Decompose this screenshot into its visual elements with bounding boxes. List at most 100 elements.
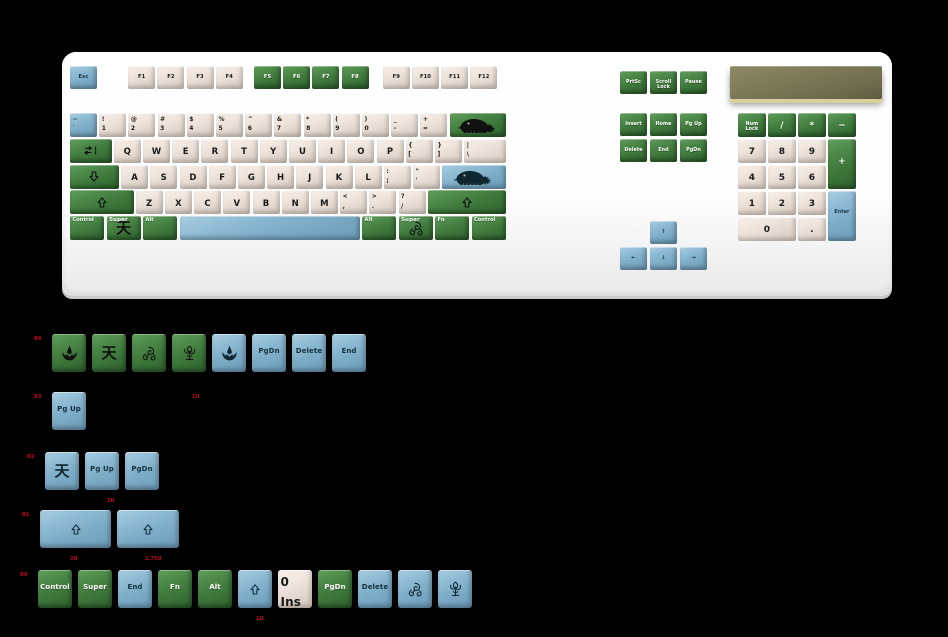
keycap-f4[interactable]: F4: [215, 66, 243, 89]
keycap-y[interactable]: Y: [259, 138, 287, 163]
keycap-n[interactable]: N: [281, 190, 309, 215]
keycap-6[interactable]: 6: [798, 165, 826, 189]
keycap-arrow-right[interactable]: →: [680, 247, 707, 270]
keycap-end[interactable]: End: [332, 334, 366, 372]
keycap-lotus-flower[interactable]: [172, 334, 206, 372]
keycap-3[interactable]: 3: [798, 191, 826, 215]
keycap-blank[interactable]: ~`: [70, 113, 97, 137]
keycap-lotus-flower[interactable]: [438, 570, 472, 608]
keycap-pg-up[interactable]: Pg Up: [85, 452, 119, 490]
keycap-w[interactable]: W: [143, 138, 170, 163]
keycap-i[interactable]: I: [318, 138, 346, 163]
keycap-a[interactable]: A: [121, 164, 149, 189]
keycap-f7[interactable]: F7: [312, 66, 340, 89]
keycap-home[interactable]: Home: [650, 113, 677, 136]
keycap-8[interactable]: *8: [303, 113, 331, 137]
keycap-g[interactable]: G: [237, 164, 265, 189]
keycap-7[interactable]: &7: [274, 113, 302, 137]
keycap-v[interactable]: V: [223, 190, 251, 215]
keycap-r[interactable]: R: [201, 138, 229, 163]
keycap-blank[interactable]: −: [828, 113, 856, 137]
keycap-blank[interactable]: "': [413, 164, 441, 189]
keycap-tab[interactable]: [70, 138, 112, 163]
keycap-0[interactable]: )0: [362, 113, 389, 137]
keycap-7[interactable]: 7: [738, 139, 766, 163]
keycap-z[interactable]: Z: [135, 190, 163, 215]
keycap-t[interactable]: T: [230, 138, 258, 163]
keycap-p[interactable]: P: [376, 138, 404, 163]
keycap-alt[interactable]: Alt: [198, 570, 232, 608]
keycap-right-shift[interactable]: [427, 190, 506, 215]
keycap-delete[interactable]: Delete: [358, 570, 392, 608]
keycap-8[interactable]: 8: [768, 139, 796, 163]
keycap-blank[interactable]: ?/: [398, 190, 426, 215]
keycap-b[interactable]: B: [252, 190, 280, 215]
keycap-pgdn[interactable]: PgDn: [318, 570, 352, 608]
keycap-scroll-lock[interactable]: Scroll Lock: [650, 71, 677, 94]
keycap-4[interactable]: 4: [738, 165, 766, 189]
keycap-d[interactable]: D: [179, 164, 207, 189]
keycap-9[interactable]: (9: [332, 113, 360, 137]
keycap-q[interactable]: Q: [113, 138, 141, 163]
keycap-control[interactable]: Control: [471, 216, 506, 241]
keycap-5[interactable]: %5: [216, 113, 243, 137]
keycap-insert[interactable]: Insert: [620, 113, 647, 136]
keycap-f9[interactable]: F9: [382, 66, 410, 89]
keycap-control[interactable]: Control: [38, 570, 72, 608]
keycap-arrow-left[interactable]: ←: [620, 247, 647, 270]
keycap-air-spiral[interactable]: [398, 570, 432, 608]
keycap-pgdn[interactable]: PgDn: [680, 139, 707, 162]
keycap-blank[interactable]: >.: [369, 190, 397, 215]
keycap-blank[interactable]: :;: [383, 164, 411, 189]
keycap-alt[interactable]: Alt: [362, 216, 397, 241]
keycap-1[interactable]: !1: [99, 113, 127, 137]
keycap-blank[interactable]: .: [798, 217, 826, 241]
keycap-blank[interactable]: <,: [340, 190, 368, 215]
keycap-fn[interactable]: Fn: [435, 216, 470, 241]
keycap-super[interactable]: Super: [398, 216, 433, 241]
keycap-s[interactable]: S: [150, 164, 178, 189]
keycap-f5[interactable]: F5: [254, 66, 281, 89]
keycap-2[interactable]: @2: [128, 113, 156, 137]
keycap-esc[interactable]: Esc: [70, 66, 97, 89]
keycap-j[interactable]: J: [296, 164, 324, 189]
keycap-blank[interactable]: _-: [391, 113, 419, 137]
keycap-control[interactable]: Control: [70, 216, 105, 241]
keycap-shift-icon-blue[interactable]: [238, 570, 272, 608]
keycap-m[interactable]: M: [310, 190, 338, 215]
keycap-blank[interactable]: +=: [420, 113, 448, 137]
keycap-3[interactable]: #3: [157, 113, 185, 137]
keycap-pgdn[interactable]: PgDn: [125, 452, 159, 490]
keycap-prtsc[interactable]: PrtSc: [620, 71, 647, 94]
keycap-blank[interactable]: |\: [464, 138, 506, 163]
keycap-pgdn[interactable]: PgDn: [252, 334, 286, 372]
keycap-blank[interactable]: *: [798, 113, 826, 137]
keycap-h[interactable]: H: [267, 164, 295, 189]
keycap-5[interactable]: 5: [768, 165, 796, 189]
keycap-caps-lock[interactable]: [70, 164, 119, 189]
keycap-l[interactable]: L: [354, 164, 382, 189]
keycap-f2[interactable]: F2: [157, 66, 185, 89]
keycap-avatar-arrow[interactable]: [52, 334, 86, 372]
keycap-enter[interactable]: [442, 164, 506, 189]
keycap-pg-up[interactable]: Pg Up: [52, 392, 86, 430]
keycap-u[interactable]: U: [289, 138, 316, 163]
keycap-f8[interactable]: F8: [341, 66, 369, 89]
keycap-blank[interactable]: /: [768, 113, 796, 137]
keycap-num-lock[interactable]: Num Lock: [738, 113, 766, 137]
keycap-x[interactable]: X: [164, 190, 192, 215]
keycap-f3[interactable]: F3: [186, 66, 214, 89]
keycap-blank[interactable]: {[: [405, 138, 433, 163]
keycap-shift-icon-blue[interactable]: [40, 510, 111, 548]
keycap-enter[interactable]: Enter: [828, 191, 856, 241]
keycap-super[interactable]: Super: [78, 570, 112, 608]
keycap-space[interactable]: [179, 216, 360, 241]
keycap-backspace[interactable]: [449, 113, 506, 137]
keycap-pause[interactable]: Pause: [680, 71, 707, 94]
keycap-delete[interactable]: Delete: [292, 334, 326, 372]
keycap-e[interactable]: E: [172, 138, 200, 163]
keycap-tian-cjk[interactable]: 天: [45, 452, 79, 490]
keycap-avatar-arrow[interactable]: [212, 334, 246, 372]
